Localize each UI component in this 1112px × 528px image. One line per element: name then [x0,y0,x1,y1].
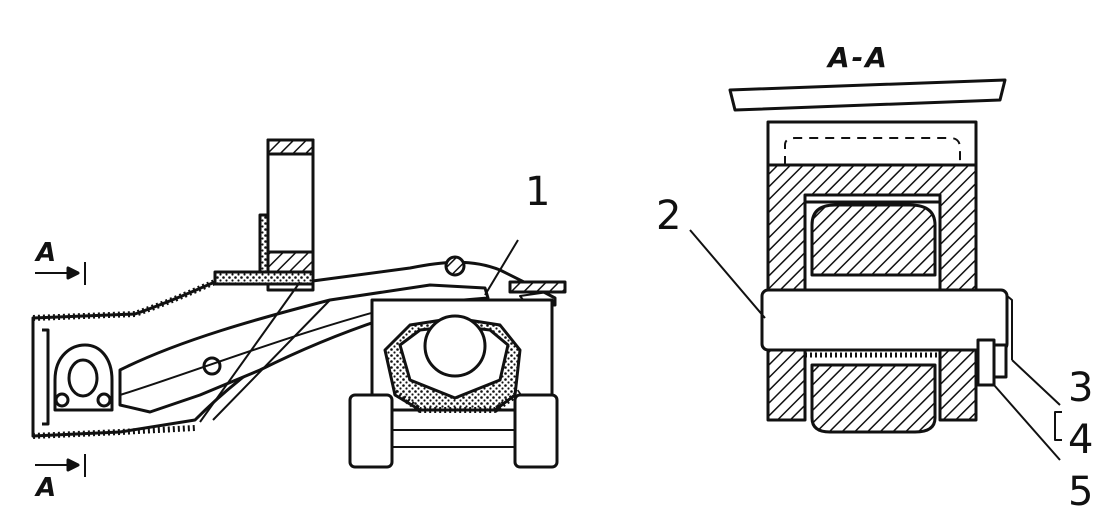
upper-block [810,203,937,277]
top-plate [728,78,1007,112]
leader-5 [993,384,1061,461]
nut [976,338,996,387]
post-cap [266,138,315,156]
brace-1 [212,299,331,421]
side-view [31,138,567,477]
eye-bolt-left [54,392,70,408]
brace-2 [199,281,301,423]
spring-lower-band [393,389,522,413]
cotter [1005,294,1013,360]
shaft [760,288,1009,352]
arm-top-bolt [444,255,466,277]
callout-1: 1 [525,169,551,215]
axle-tube [423,314,487,378]
washer [992,343,1008,379]
leader-4 [1054,411,1062,441]
section-marker-top: A [36,238,57,268]
frame-top-band [32,279,305,321]
leader-1 [484,239,519,296]
section-marker-bottom: A [36,473,57,503]
callout-2: 2 [656,193,682,239]
dashed-inner [784,137,961,168]
lower-cheek-left [766,348,807,422]
wheel-left [348,393,394,469]
eye-bolt-right [96,392,112,408]
eye-bracket [53,343,114,412]
callout-3: 3 [1068,365,1094,411]
lower-block [810,363,937,434]
eye-hole [67,358,99,398]
leader-2 [689,229,766,319]
section-arrowhead-top [66,266,80,280]
callout-5: 5 [1068,469,1094,515]
wheel-right [513,393,559,469]
gusset-base [213,270,315,286]
section-view [689,78,1062,461]
right-bracket [508,280,567,294]
frame-hole [202,356,222,376]
section-arrowhead-bottom [66,458,80,472]
frame-inner-left [42,328,50,426]
callout-4: 4 [1068,417,1094,463]
section-title: A-A [828,41,889,74]
leader-3 [1011,359,1061,406]
lower-cheek-right [938,348,978,422]
